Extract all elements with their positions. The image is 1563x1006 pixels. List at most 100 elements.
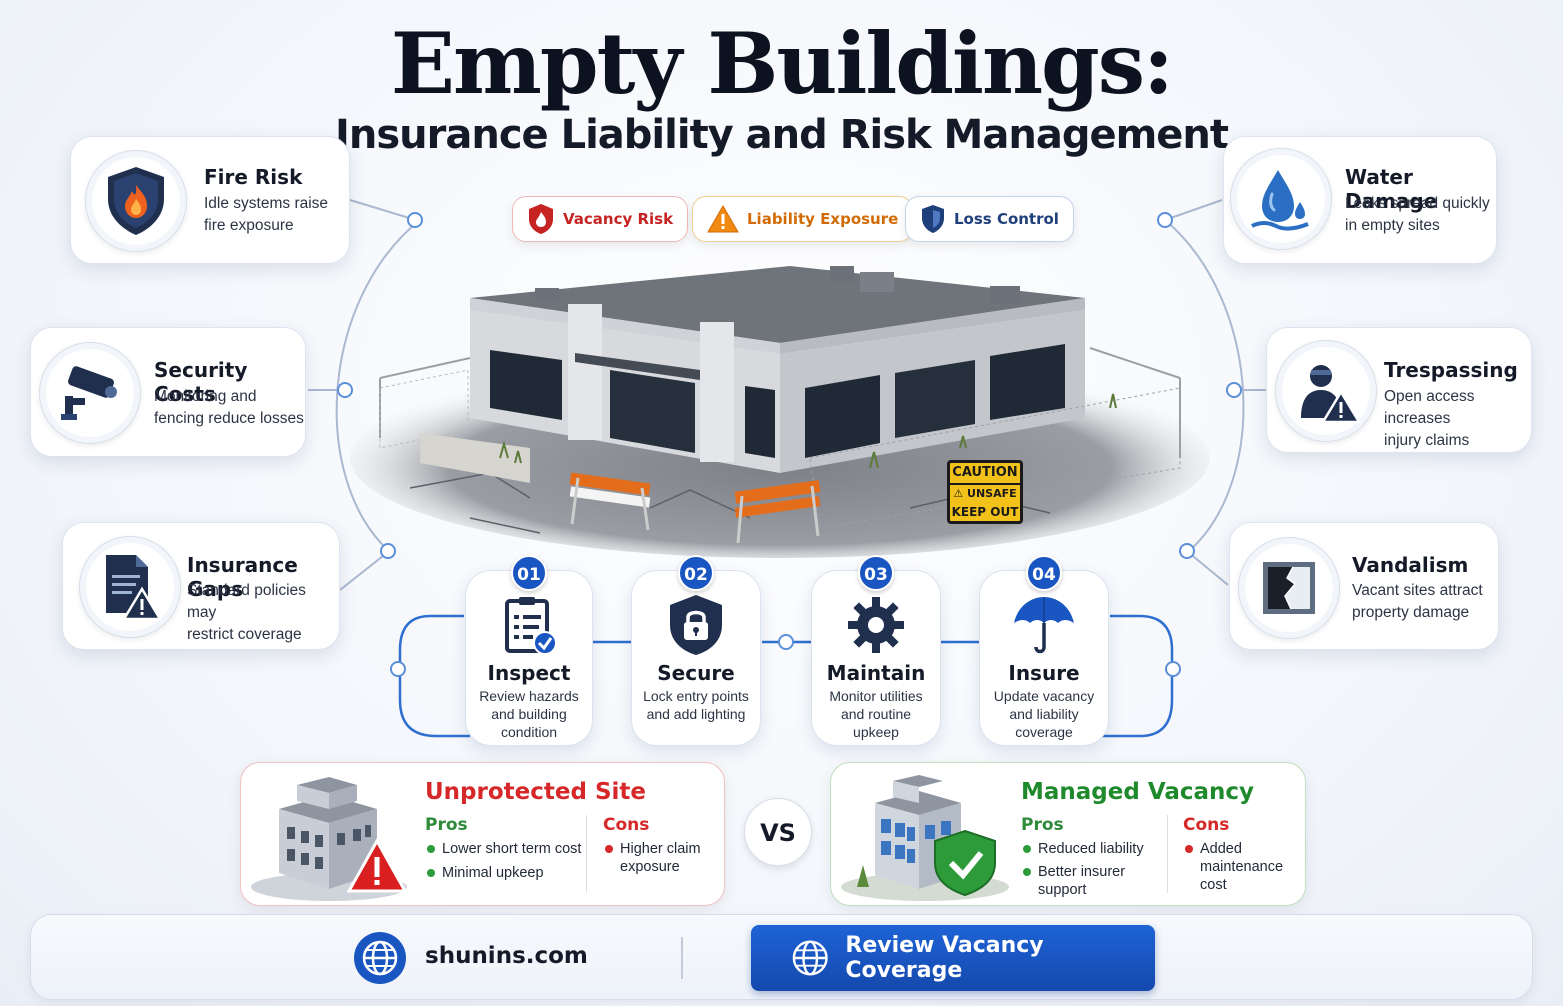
pros-item: Better insurer support: [1023, 863, 1125, 899]
risk-desc-line: restrict coverage: [187, 626, 302, 643]
risk-card-water-damage: Water Damage Leaks spread quickly in emp…: [1223, 136, 1497, 264]
step-inspect: 01 Inspect Review hazards and building c…: [465, 555, 593, 746]
unprotected-building-icon: [251, 777, 408, 901]
tag-vacancy-risk: Vacancy Risk: [512, 196, 689, 242]
compare-managed-vacancy: Managed Vacancy Pros Reduced liability B…: [830, 762, 1306, 906]
review-vacancy-coverage-button[interactable]: Review Vacancy Coverage: [751, 925, 1155, 991]
caution-sign-line: ⚠ UNSAFE: [950, 485, 1020, 503]
managed-building-icon: [841, 775, 1009, 901]
warning-icon: [707, 204, 739, 233]
step-number: 03: [858, 555, 894, 591]
globe-icon: [354, 932, 406, 984]
column-divider: [586, 815, 587, 893]
fire-shield-icon: [85, 150, 187, 252]
vacant-building-illustration: [350, 266, 1210, 558]
pros-item: Lower short term cost: [427, 840, 581, 858]
compare-unprotected-site: Unprotected Site Pros Lower short term c…: [240, 762, 725, 906]
step-desc: Monitor utilities and routine upkeep: [818, 687, 934, 741]
risk-title: Water Damage: [1345, 165, 1438, 213]
gear-icon: [848, 597, 904, 653]
cons-item-line: Added: [1200, 841, 1242, 857]
website-link[interactable]: shunins.com: [425, 943, 588, 969]
padlock-shield-icon: [670, 595, 722, 655]
shield-icon: [922, 205, 944, 233]
tag-label: Vacancy Risk: [563, 210, 674, 228]
document-warning-icon: [79, 536, 181, 638]
footer-divider: [681, 937, 683, 979]
pros-item: Minimal upkeep: [427, 864, 544, 882]
cons-item: Higher claim exposure: [605, 840, 701, 876]
button-label: Review Vacancy Coverage: [845, 933, 1044, 983]
connector-dot: [1157, 212, 1173, 228]
water-drop-icon: [1230, 148, 1332, 250]
tag-label: Loss Control: [954, 210, 1059, 228]
step-number: 02: [678, 555, 714, 591]
step-desc-line: Review hazards: [479, 688, 579, 704]
step-number: 04: [1026, 555, 1062, 591]
page-subtitle: Insurance Liability and Risk Management: [335, 112, 1229, 158]
connector-dot: [337, 382, 353, 398]
caution-sign-line: CAUTION: [950, 463, 1020, 485]
trespasser-warning-icon: [1275, 340, 1377, 442]
risk-desc-line: property damage: [1352, 604, 1470, 621]
risk-title: Trespassing: [1384, 358, 1518, 382]
step-desc-line: upkeep: [853, 724, 899, 740]
risk-desc-line: fire exposure: [204, 217, 294, 234]
risk-card-insurance-gaps: Insurance Gaps Standard policies may res…: [62, 522, 340, 650]
step-desc-line: and routine: [840, 706, 912, 722]
risk-desc: Vacant sites attract property damage: [1352, 580, 1483, 624]
clipboard-check-icon: [505, 597, 557, 655]
connector-dot: [1226, 382, 1242, 398]
pros-label: Pros: [425, 815, 468, 835]
pros-label: Pros: [1021, 815, 1064, 835]
connector-dot: [778, 634, 794, 650]
cons-label: Cons: [603, 815, 650, 835]
step-desc-line: condition: [500, 724, 558, 740]
connector-dot: [407, 212, 423, 228]
step-desc-line: and building: [491, 706, 567, 722]
risk-desc: Monitoring and fencing reduce losses: [154, 386, 304, 430]
cons-label: Cons: [1183, 815, 1230, 835]
risk-card-fire: Fire Risk Idle systems raise fire exposu…: [70, 136, 350, 264]
risk-card-trespassing: Trespassing Open access increases injury…: [1266, 327, 1532, 453]
risk-desc-line: injury claims: [1384, 432, 1470, 449]
step-desc: Lock entry points and add lighting: [638, 687, 754, 723]
risk-desc-line: Leaks spread quickly: [1345, 195, 1490, 212]
risk-card-security: Security Costs Monitoring and fencing re…: [30, 327, 306, 457]
column-divider: [1167, 815, 1168, 893]
pros-item-line: Better insurer: [1038, 864, 1126, 880]
cons-item-line: maintenance cost: [1200, 859, 1284, 893]
connector-dot: [1165, 661, 1181, 677]
step-secure: 02 Secure Lock entry points and add ligh…: [631, 555, 761, 746]
step-desc-line: and liability: [1009, 706, 1079, 722]
page-title: Empty Buildings:: [390, 14, 1174, 113]
cons-item-line: exposure: [620, 859, 680, 875]
tag-label: Liability Exposure: [747, 210, 899, 228]
connector-dot: [380, 543, 396, 559]
risk-desc: Open access increases injury claims: [1384, 386, 1531, 452]
warning-icon: ⚠: [953, 487, 964, 500]
step-insure: 04 Insure Update vacancy and liability c…: [979, 555, 1109, 746]
compare-title: Unprotected Site: [425, 779, 646, 805]
risk-title: Security Costs: [154, 358, 248, 406]
risk-desc-line: Vacant sites attract: [1352, 582, 1483, 599]
risk-desc: Idle systems raise fire exposure: [204, 193, 328, 237]
step-title: Inspect: [487, 661, 571, 685]
step-desc-line: Update vacancy: [993, 688, 1095, 704]
risk-title: Insurance Gaps: [187, 553, 298, 601]
step-desc-line: Monitor utilities: [829, 688, 923, 704]
risk-desc-line: in empty sites: [1345, 217, 1440, 234]
globe-icon: [792, 940, 828, 976]
risk-desc-line: fencing reduce losses: [154, 410, 304, 427]
umbrella-icon: [1014, 597, 1074, 654]
step-desc: Review hazards and building condition: [472, 687, 586, 741]
step-desc-line: Lock entry points: [643, 688, 749, 704]
risk-desc: Standard policies may restrict coverage: [187, 580, 339, 646]
tag-liability-exposure: Liability Exposure: [692, 196, 914, 242]
risk-desc: Leaks spread quickly in empty sites: [1345, 193, 1490, 237]
caution-sign: CAUTION ⚠ UNSAFE KEEP OUT: [947, 460, 1023, 524]
security-camera-icon: [39, 342, 141, 444]
connector-dot: [390, 661, 406, 677]
risk-title: Vandalism: [1352, 553, 1469, 577]
pros-item: Reduced liability: [1023, 840, 1144, 858]
